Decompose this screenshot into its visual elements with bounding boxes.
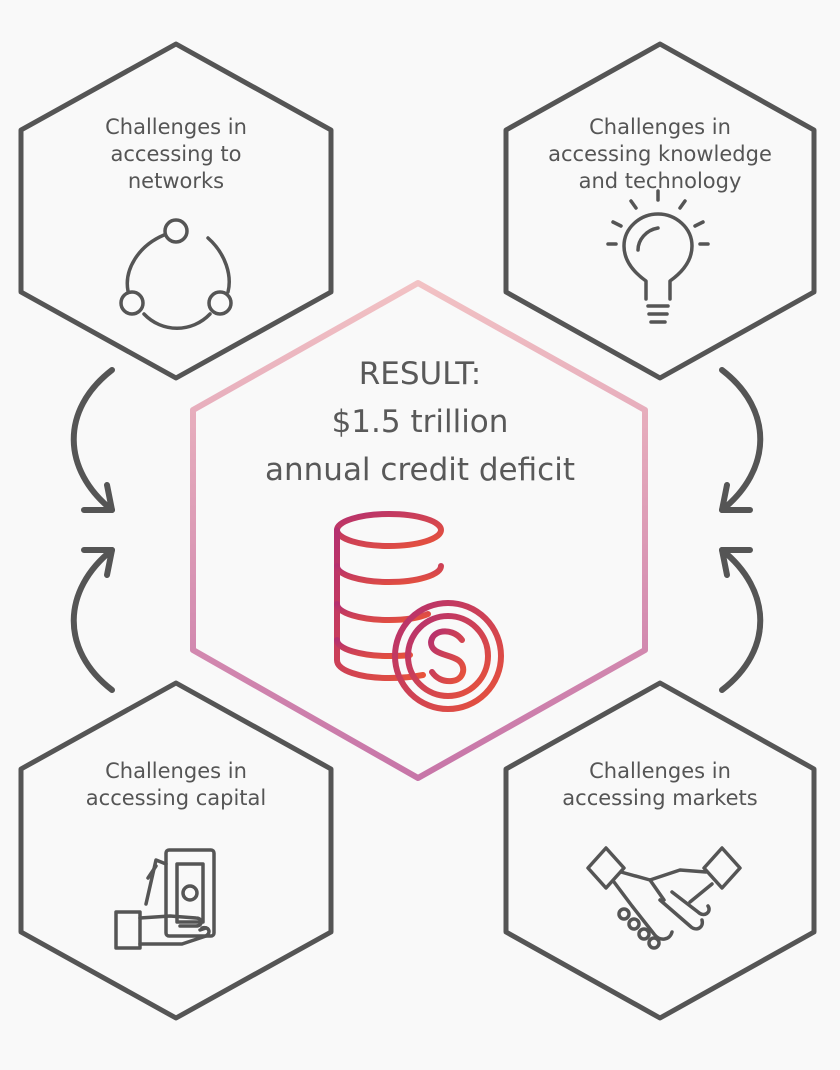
arrow-bottom-left: [70, 547, 115, 693]
arrow-top-left: [70, 367, 115, 513]
result-description: annual credit deficit: [265, 452, 575, 488]
hexagon-networks: [18, 41, 334, 381]
hexagon-knowledge: [503, 41, 817, 381]
handshake-icon: [586, 846, 742, 950]
coin-stack-dollar-icon: [334, 511, 504, 712]
hand-money-icon: [114, 848, 216, 950]
arrow-bottom-right: [719, 547, 764, 693]
result-heading: RESULT:: [358, 356, 482, 392]
hexagon-result: [190, 280, 648, 781]
label-markets-challenge: Challenges in accessing markets: [562, 759, 758, 810]
hexagon-markets: [503, 680, 817, 1021]
result-amount: $1.5 trillion: [331, 404, 509, 440]
network-cycle-icon: [119, 218, 233, 330]
lightbulb-icon: [606, 189, 710, 324]
label-capital-challenge: Challenges in accessing capital: [85, 759, 267, 810]
label-networks-challenge: Challenges in accessing to networks: [105, 115, 247, 193]
arrow-top-right: [719, 367, 764, 513]
label-knowledge-challenge: Challenges in accessing knowledge and te…: [548, 115, 772, 193]
hexagon-capital: [18, 680, 334, 1021]
